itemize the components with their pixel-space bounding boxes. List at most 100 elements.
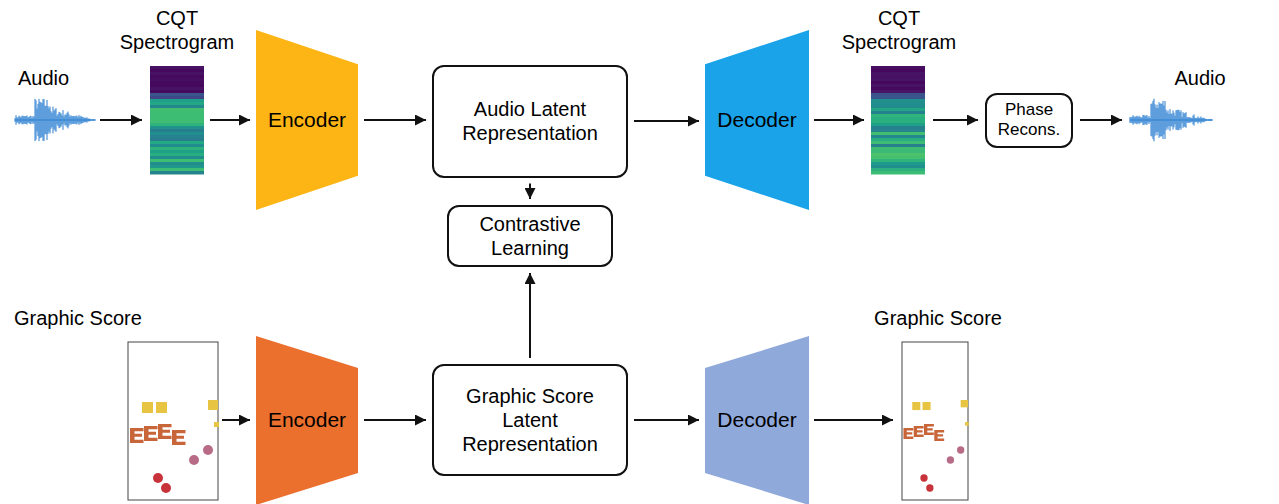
spectrogram-band [150, 129, 204, 133]
spectrogram-band [150, 117, 204, 121]
flow-arrow [100, 119, 142, 121]
score-glyph [158, 424, 172, 439]
spectrogram-band [871, 108, 925, 112]
flow-arrow [222, 419, 250, 421]
score-square [923, 402, 931, 410]
spectrogram-band [871, 78, 925, 82]
figure-label: CQT Spectrogram [834, 6, 964, 54]
score-dot [189, 455, 199, 465]
connector-arrow [364, 419, 426, 421]
node-label: Graphic Score Latent Representation [460, 384, 600, 456]
spectrogram-band [150, 150, 204, 154]
trapezoid [705, 30, 809, 210]
audio-waveform [15, 99, 95, 141]
spectrogram-band [871, 138, 925, 142]
score-glyph [934, 430, 944, 441]
spectrogram-band [150, 102, 204, 106]
spectrogram-band [871, 129, 925, 133]
decoder-block: Decoder [705, 30, 809, 210]
spectrogram-band [150, 171, 204, 175]
node-label: Contrastive Learning [479, 212, 580, 260]
score-square [961, 400, 968, 407]
spectrogram-band [150, 138, 204, 142]
spectrogram-band [150, 114, 204, 118]
spectrogram-band [871, 96, 925, 100]
score-glyph [130, 428, 144, 443]
spectrogram-band [871, 90, 925, 94]
spectrogram-band [871, 69, 925, 73]
trapezoid [705, 336, 809, 504]
connector-arrow [364, 119, 426, 121]
spectrogram-band [871, 114, 925, 118]
encoder-block: Encoder [256, 30, 358, 210]
score-dot [161, 483, 171, 493]
node-label: Audio Latent Representation [462, 97, 598, 145]
flow-arrow [814, 419, 893, 421]
spectrogram-band [871, 105, 925, 109]
spectrogram-band [871, 162, 925, 166]
score-square [965, 422, 969, 426]
latent-box: Graphic Score Latent Representation [432, 364, 628, 476]
score-glyph [914, 426, 924, 437]
spectrogram-band [150, 123, 204, 127]
spectrogram-band [871, 171, 925, 175]
score-square [214, 422, 219, 427]
spectrogram-band [871, 120, 925, 124]
figure-label: Graphic Score [14, 306, 142, 330]
spectrogram-band [150, 126, 204, 130]
encoder-block: Encoder [256, 336, 358, 504]
process-box: Phase Recons. [985, 93, 1073, 148]
score-dot [203, 445, 213, 455]
score-frame [128, 342, 218, 500]
spectrogram-band [150, 96, 204, 100]
score-dot [957, 446, 964, 453]
spectrogram-band [150, 66, 204, 70]
spectrogram-band [871, 132, 925, 136]
node-label: Phase Recons. [998, 100, 1060, 141]
connector-arrow [634, 419, 699, 421]
spectrogram-band [150, 93, 204, 97]
spectrogram-band [150, 120, 204, 124]
spectrogram-band [871, 84, 925, 88]
spectrogram-band [871, 66, 925, 70]
spectrogram-band [150, 156, 204, 160]
spectrogram-band [871, 117, 925, 121]
connector-arrow [634, 120, 699, 122]
latent-box: Audio Latent Representation [432, 65, 628, 178]
spectrogram-band [150, 90, 204, 94]
decoder-block: Decoder [705, 336, 809, 504]
score-dot [947, 456, 954, 463]
process-box: Contrastive Learning [447, 205, 613, 267]
connector-arrow [529, 184, 531, 200]
flow-arrow [814, 119, 864, 121]
spectrogram-band [871, 111, 925, 115]
spectrogram-band [150, 84, 204, 88]
trapezoid [256, 336, 358, 504]
spectrogram-band [150, 147, 204, 151]
spectrogram-band [150, 111, 204, 115]
score-dot [153, 473, 163, 483]
spectrogram-band [150, 135, 204, 139]
spectrogram-band [871, 156, 925, 160]
graphic-score [128, 342, 219, 500]
cqt-spectrogram [871, 66, 925, 175]
graphic-score [902, 342, 969, 500]
spectrogram-band [871, 102, 925, 106]
score-glyph [903, 428, 913, 439]
score-dot [926, 484, 933, 491]
flow-arrow [1080, 119, 1122, 121]
connector-arrow [529, 273, 531, 358]
node-label: Decoder [717, 107, 796, 132]
spectrogram-band [871, 81, 925, 85]
spectrogram-band [871, 72, 925, 76]
spectrogram-band [150, 81, 204, 85]
cqt-spectrogram [150, 66, 204, 175]
flow-arrow [210, 119, 250, 121]
spectrogram-band [871, 135, 925, 139]
spectrogram-band [150, 99, 204, 103]
score-glyph [144, 426, 158, 441]
audio-waveform [1130, 99, 1212, 142]
score-dot [920, 474, 927, 481]
score-frame [902, 342, 968, 500]
